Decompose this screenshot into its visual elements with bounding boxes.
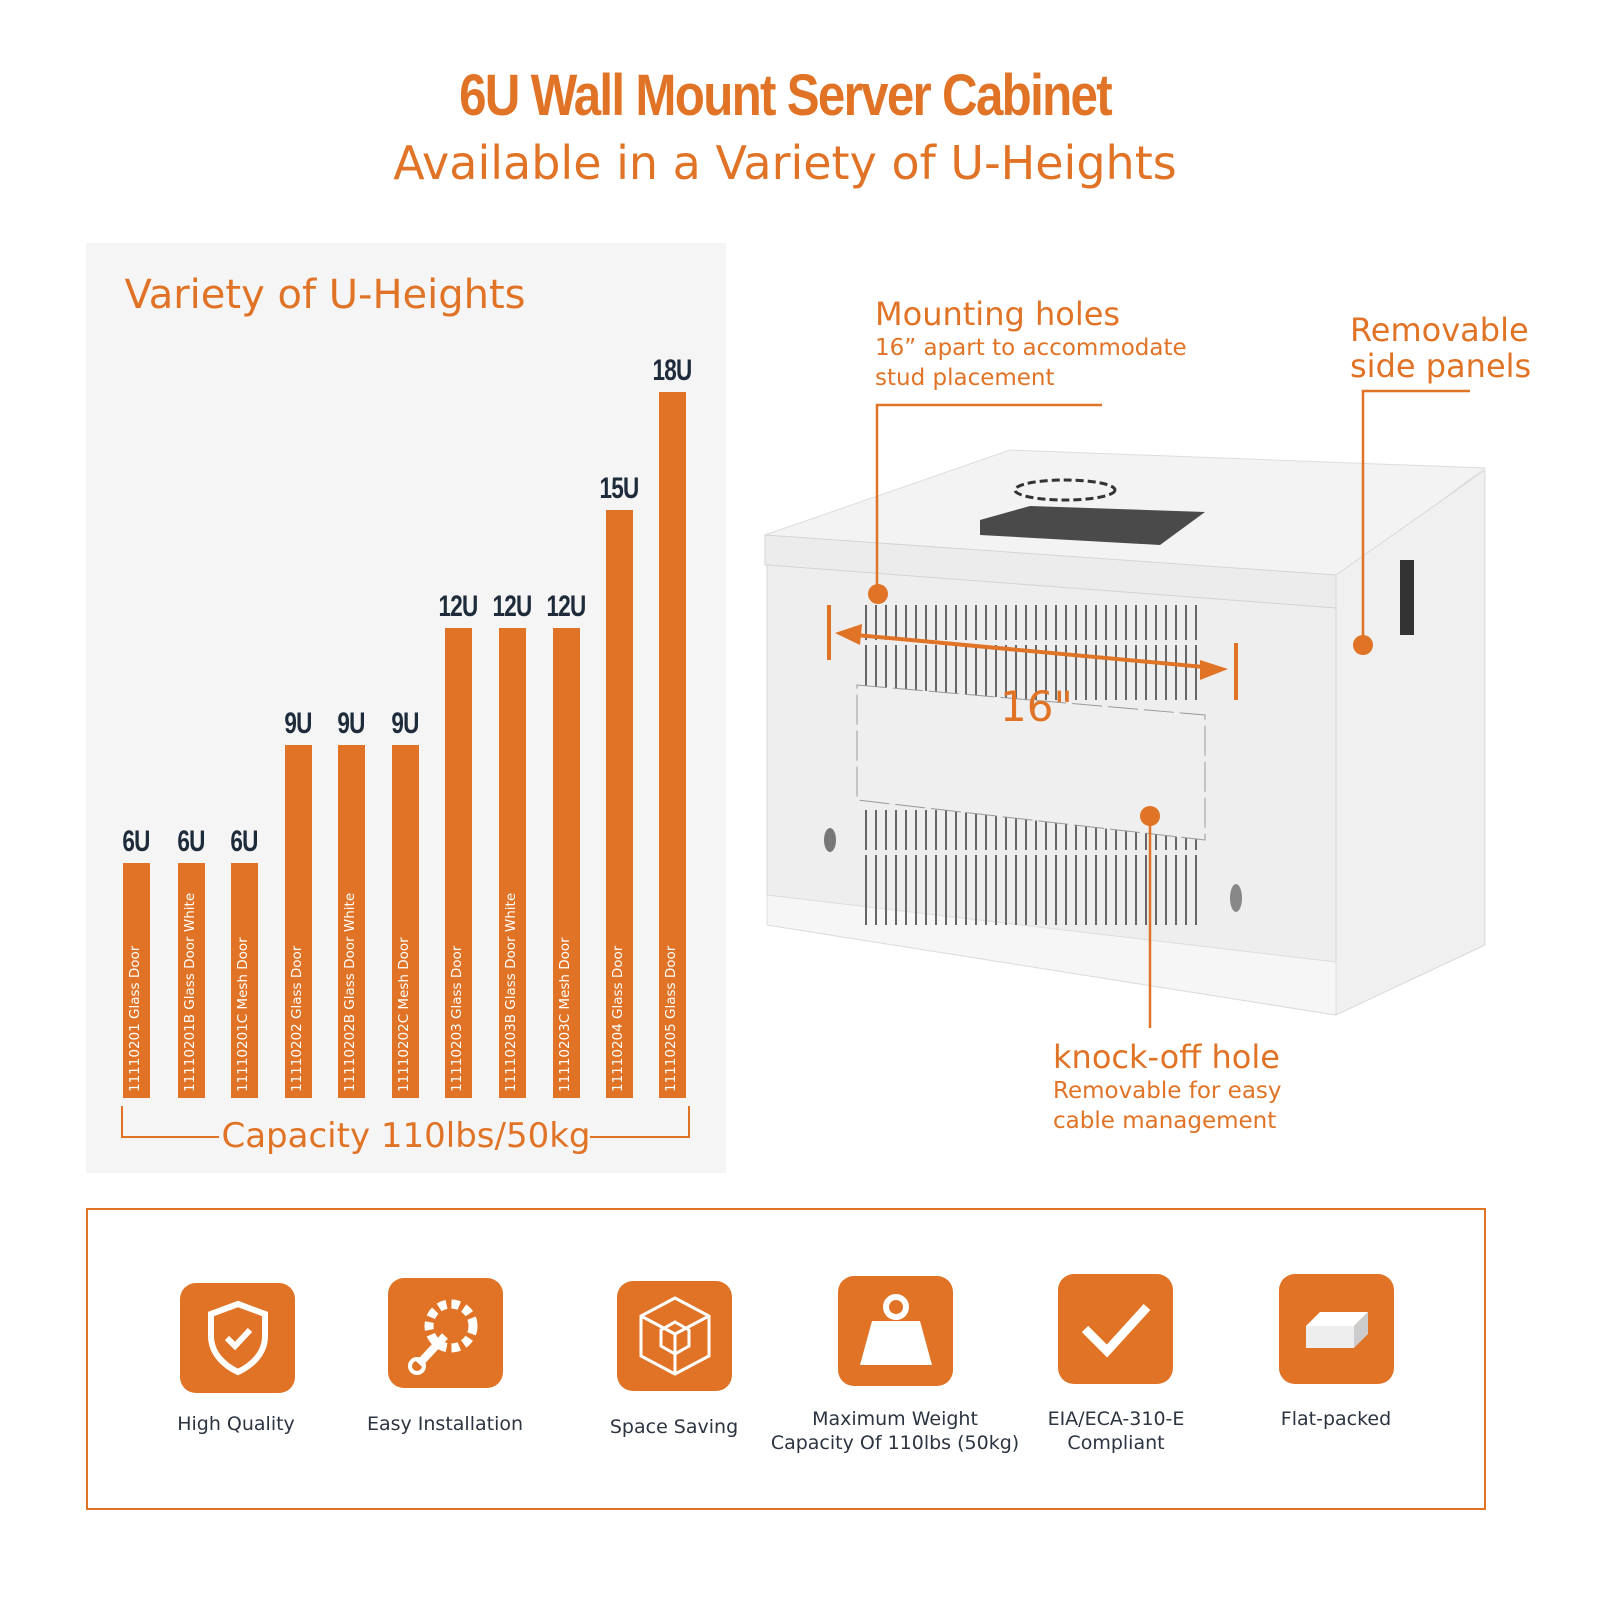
bar — [499, 627, 526, 1098]
bar-value-label: 9U — [391, 707, 419, 741]
bar — [553, 627, 580, 1098]
bracket-left-line — [121, 1136, 219, 1138]
bar — [392, 745, 419, 1098]
callout-title: side panels — [1350, 347, 1532, 385]
bar-value-label: 15U — [599, 472, 639, 505]
feature-label: Easy Installation — [366, 1413, 524, 1435]
bar-value-label: 9U — [284, 707, 312, 741]
shield-check-icon — [180, 1283, 295, 1393]
dimension-label: 16" — [1000, 682, 1073, 731]
feature-label: High Quality — [177, 1413, 295, 1435]
callout-text: cable management — [1053, 1108, 1277, 1134]
callout-mounting-holes: Mounting holes 16” apart to accommodate … — [875, 295, 1187, 393]
page-title: 6U Wall Mount Server Cabinet — [459, 63, 1113, 128]
callout-text: Removable for easy — [1053, 1078, 1282, 1104]
cube-icon — [617, 1281, 732, 1391]
bar — [285, 745, 312, 1098]
page-subtitle: Available in a Variety of U-Heights — [393, 136, 1177, 190]
wrench-gear-icon — [388, 1278, 503, 1388]
bar-value-label: 6U — [230, 824, 258, 858]
feature-label: Flat-packed — [1280, 1408, 1392, 1430]
bar-value-label: 12U — [546, 589, 586, 623]
weight-icon — [838, 1276, 953, 1386]
callout-side-panels: Removable side panels — [1350, 312, 1531, 384]
bracket-left — [121, 1106, 123, 1138]
bar-value-label: 6U — [122, 824, 150, 858]
bracket-right — [688, 1106, 690, 1138]
bar-value-label: 9U — [337, 707, 365, 741]
bracket-right-line — [590, 1136, 690, 1138]
flat-box-icon — [1279, 1274, 1394, 1384]
callout-title: Mounting holes — [875, 295, 1121, 333]
bar — [445, 627, 472, 1098]
callout-title: Removable — [1350, 311, 1529, 349]
bar — [231, 862, 258, 1098]
bar-value-label: 6U — [177, 824, 205, 858]
chart-title: Variety of U-Heights — [124, 272, 526, 318]
checkmark-icon — [1058, 1274, 1173, 1384]
feature-label: Space Saving — [609, 1416, 739, 1438]
bar-value-label: 12U — [438, 589, 478, 623]
callout-knockoff-hole: knock-off hole Removable for easy cable … — [1053, 1038, 1282, 1136]
bar — [178, 862, 205, 1098]
bar — [123, 862, 150, 1098]
callout-text: stud placement — [875, 365, 1055, 391]
capacity-label: Capacity 110lbs/50kg — [221, 1116, 591, 1156]
callout-title: knock-off hole — [1053, 1038, 1280, 1076]
features-box — [86, 1208, 1486, 1510]
bar-value-label: 18U — [652, 354, 692, 388]
bar — [606, 510, 633, 1098]
callout-text: 16” apart to accommodate — [875, 335, 1187, 361]
bar — [338, 745, 365, 1098]
bar-value-label: 12U — [492, 589, 532, 623]
bar — [659, 392, 686, 1098]
